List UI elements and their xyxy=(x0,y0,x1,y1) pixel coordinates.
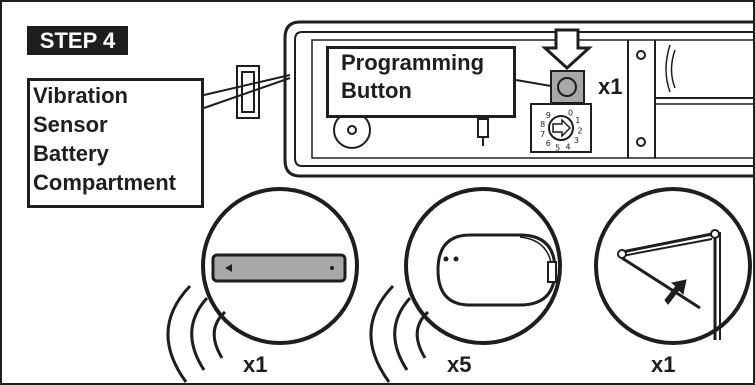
device-side-clip xyxy=(236,65,260,119)
rotary-dial xyxy=(530,103,592,153)
round-sensor-graphic xyxy=(436,233,557,307)
programming-button-graphic xyxy=(550,70,585,104)
vibration-arcs-middle xyxy=(369,284,430,383)
battery-compartment-callout: Vibration Sensor Battery Compartment xyxy=(27,78,204,208)
callout-line: Vibration xyxy=(33,83,128,108)
dial-digit: 6 xyxy=(546,139,551,148)
sensor-housing xyxy=(283,20,755,178)
callout-line: Button xyxy=(341,78,412,103)
dial-digit: 3 xyxy=(574,136,579,145)
dial-arrow-icon xyxy=(552,118,572,138)
callout-line: Compartment xyxy=(33,170,177,195)
dial-digit: 2 xyxy=(577,126,582,135)
rail-sensor-graphic xyxy=(211,253,347,283)
battery-leader xyxy=(203,74,291,109)
programming-leader xyxy=(515,79,552,87)
callout-line: Programming xyxy=(341,50,485,75)
dial-digit: 4 xyxy=(566,143,571,152)
bracket-lens xyxy=(594,187,752,345)
sensor-lens xyxy=(201,187,359,345)
dial-digit: 8 xyxy=(540,120,545,129)
programming-button-quantity: x1 xyxy=(598,74,623,99)
vibration-arcs-left xyxy=(166,284,227,383)
door-bracket-quantity: x1 xyxy=(651,352,676,377)
step-badge: STEP 4 xyxy=(27,26,128,55)
rail-sensor-quantity: x1 xyxy=(243,352,268,377)
dial-digit: 7 xyxy=(540,130,545,139)
dial-digit: 1 xyxy=(575,116,580,125)
callout-line: Battery xyxy=(33,141,109,166)
round-sensor-quantity: x5 xyxy=(447,352,472,377)
down-arrow-icon xyxy=(541,28,593,71)
dial-digit: 9 xyxy=(546,111,551,120)
bracket-arrow-icon xyxy=(664,279,687,305)
dial-digit: 0 xyxy=(568,109,573,118)
programming-button-callout: Programming Button xyxy=(326,46,516,118)
round-sensor-lens xyxy=(404,187,562,345)
door-bracket-graphic xyxy=(617,229,721,340)
callout-line: Sensor xyxy=(33,112,108,137)
dial-digit: 5 xyxy=(555,144,560,153)
